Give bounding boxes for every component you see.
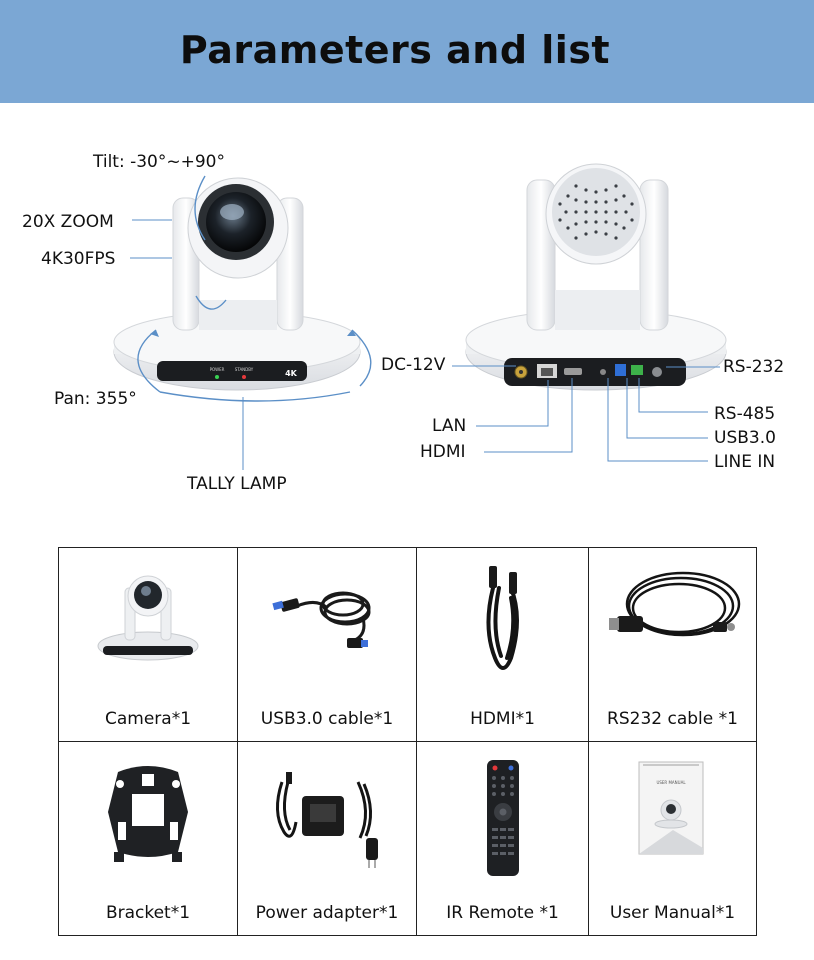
ir-remote-icon [486, 760, 519, 876]
tally-lamp-label: TALLY LAMP [187, 474, 287, 494]
rs-485-label: RS-485 [714, 404, 776, 424]
tilt-label: Tilt: -30°~+90° [93, 152, 225, 172]
dc-12v-label: DC-12V [381, 355, 446, 375]
package-item-label: HDMI*1 [470, 709, 535, 729]
package-item-camera: Camera*1 [58, 547, 238, 742]
camera-icon [97, 575, 199, 661]
header-banner [0, 0, 814, 103]
fps-label: 4K30FPS [41, 249, 116, 269]
page-title: Parameters and list [179, 28, 611, 72]
lan-label: LAN [432, 416, 467, 436]
package-item-label: Camera*1 [104, 709, 192, 729]
package-item-power-adapter: Power adapter*1 [237, 741, 417, 936]
speaker-grille [558, 184, 634, 240]
manual-cover-title: USER MANUAL [656, 780, 686, 785]
zoom-label: 20X ZOOM [22, 212, 114, 232]
package-item-label: RS232 cable *1 [607, 709, 738, 729]
package-item-label: Bracket*1 [105, 903, 191, 923]
package-item-rs232-cable: RS232 cable *1 [588, 547, 757, 742]
standby-indicator-label: STANDBY [235, 367, 254, 372]
usb-cable-icon [272, 591, 371, 648]
package-item-label: User Manual*1 [609, 903, 736, 923]
package-item-usb-cable: USB3.0 cable*1 [237, 547, 417, 742]
rear-camera [452, 163, 727, 462]
hdmi-cable-icon [485, 566, 519, 670]
line-in-label: LINE IN [714, 452, 776, 472]
package-item-label: USB3.0 cable*1 [260, 709, 394, 729]
package-item-label: IR Remote *1 [446, 903, 559, 923]
power-adapter-icon [276, 772, 378, 868]
rs232-cable-icon [608, 571, 740, 637]
package-item-label: Power adapter*1 [255, 903, 399, 923]
power-indicator-label: POWER [210, 367, 225, 372]
hdmi-label: HDMI [420, 442, 466, 462]
package-list: Camera*1 USB3.0 cable [58, 547, 757, 936]
camera-diagram: POWER STANDBY 4K [113, 163, 727, 470]
package-item-bracket: Bracket*1 [58, 741, 238, 936]
rs-232-label: RS-232 [723, 357, 785, 377]
user-manual-icon: USER MANUAL [638, 761, 703, 855]
package-item-user-manual: USER MANUAL User Manual*1 [588, 741, 757, 936]
pan-label: Pan: 355° [54, 389, 137, 409]
front-4k-badge: 4K [285, 369, 298, 378]
usb3-label: USB3.0 [714, 428, 776, 448]
bracket-icon [108, 766, 188, 862]
package-item-ir-remote: IR Remote *1 [416, 741, 589, 936]
package-item-hdmi-cable: HDMI*1 [416, 547, 589, 742]
front-camera: POWER STANDBY 4K [113, 175, 372, 470]
